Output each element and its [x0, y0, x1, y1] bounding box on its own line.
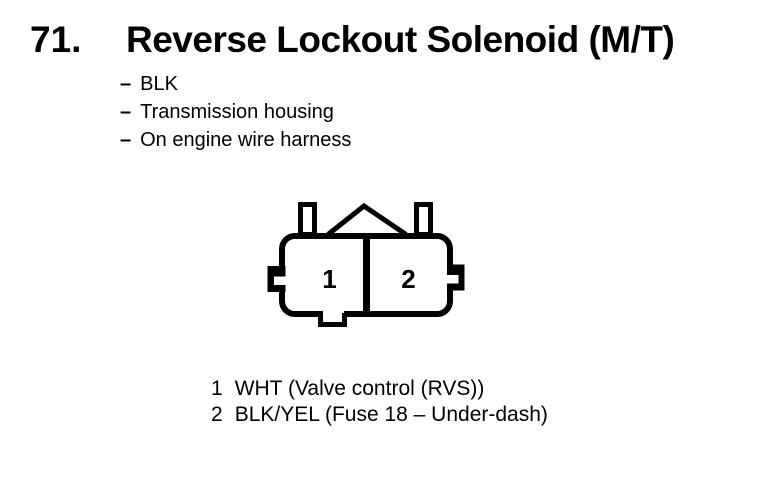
pin-description: BLK/YEL (Fuse 18 – Under-dash) — [234, 402, 548, 426]
item-number: 71. — [30, 19, 82, 60]
page-title: Reverse Lockout Solenoid (M/T) — [126, 19, 675, 60]
pin-legend-row: 2 BLK/YEL (Fuse 18 – Under-dash) — [211, 402, 548, 428]
bullet-dash: – — [120, 101, 132, 123]
spec-item: – Transmission housing — [120, 98, 351, 126]
connector-bottom-tab — [318, 313, 347, 327]
pin-legend: 1 WHT (Valve control (RVS)) 2 BLK/YEL (F… — [211, 376, 548, 427]
bullet-dash: – — [120, 73, 132, 95]
side-lug-right-slot — [440, 275, 459, 284]
pin-number: 1 — [211, 377, 223, 400]
connector-top-tab-right — [414, 202, 433, 237]
pin-legend-row: 1 WHT (Valve control (RVS)) — [211, 376, 548, 402]
pin-number: 2 — [211, 402, 223, 426]
pin-description: WHT (Valve control (RVS)) — [234, 377, 485, 400]
connector-top-tab-left — [298, 202, 317, 237]
spec-item-label: BLK — [140, 73, 178, 95]
cavity-number-2: 2 — [401, 264, 415, 294]
spec-item-label: On engine wire harness — [140, 129, 352, 151]
spec-item: – On engine wire harness — [120, 126, 351, 154]
spec-item-label: Transmission housing — [140, 101, 334, 123]
side-lug-left-slot — [274, 276, 292, 285]
bullet-dash: – — [120, 129, 132, 151]
connector-top-ridge — [326, 202, 408, 237]
cavity-number-1: 1 — [322, 264, 336, 294]
spec-list: – BLK – Transmission housing – On engine… — [120, 70, 351, 154]
connector-diagram: 1 2 — [267, 202, 465, 327]
spec-item: – BLK — [120, 70, 351, 98]
